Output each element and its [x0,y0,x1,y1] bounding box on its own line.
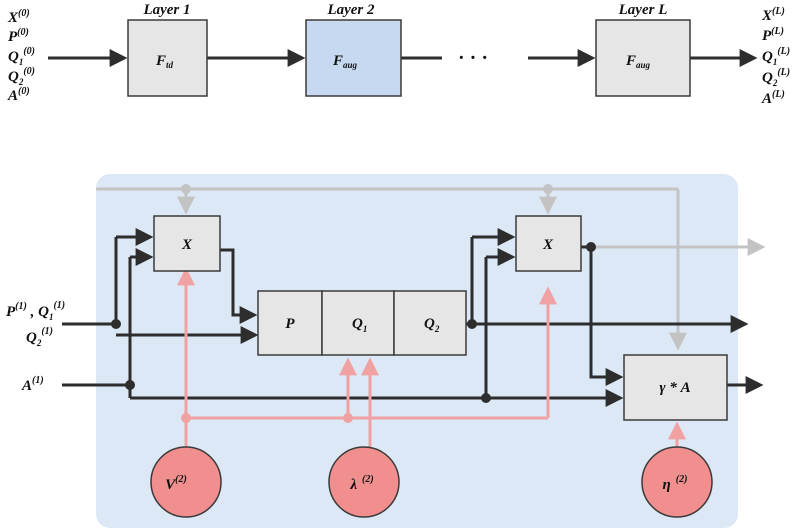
detail-input-q2: Q2(1) [26,326,53,348]
layer-1-box [127,19,208,97]
x-box-left-label: X [181,237,193,253]
gamma-a-label: γ * A [659,380,690,396]
q1-param-junction [343,413,353,423]
param-eta-label: η(2) [663,474,688,493]
detail-input-pq: P(1) , Q1(1) [6,300,65,322]
layer-l-title: Layer L [618,2,668,18]
input-q2-0: Q2(0) [8,66,35,87]
pq-input-junction [111,319,121,329]
param-lambda-label: λ(2) [349,474,373,493]
q2-cell-label: Q2 [424,316,440,334]
output-q1l: Q1(L) [762,46,790,67]
ellipsis: · · · [458,47,488,69]
q1-cell-label: Q1 [352,316,367,334]
param-circle-eta: η(2) [641,446,713,518]
output-al: A(L) [761,89,785,107]
output-pl: P(L) [762,26,784,44]
layer-2-title: Layer 2 [326,2,375,18]
v-param-junction [181,413,191,423]
layer-1-title: Layer 1 [142,2,190,18]
pq-cell: P Q1 Q2 [257,290,467,356]
layer-2: Layer 2 Faug [305,2,402,97]
detail-input-a: A(1) [21,375,44,394]
x-box-left: X [153,215,221,272]
layer-2-box [305,19,402,97]
param-circle-lambda: λ(2) [328,446,400,518]
x-stream-lines [96,187,766,351]
input-a0: A(0) [7,86,30,104]
gamma-a-box: γ * A [623,354,728,421]
param-v-label: V(2) [165,474,187,493]
x-box-right-label: X [542,237,554,253]
q1-cell [321,290,395,356]
pipeline-inputs: X(0) P(0) Q1(0) Q2(0) A(0) [7,8,35,104]
x-box-right: X [515,215,582,272]
layer-1: Layer 1 Ftd [127,2,208,97]
q2-cell [393,290,467,356]
layer-l-box [595,19,691,97]
x-stream-junction-right [543,184,553,194]
pipeline-outputs: X(L) P(L) Q1(L) Q2(L) A(L) [761,6,790,107]
layer-l-func: Faug [625,53,651,70]
a-line-junction [481,393,491,403]
output-xl: X(L) [761,6,785,24]
layer-1-func: Ftd [155,53,174,70]
layer-detail: X X P Q1 Q2 γ * A V(2) λ(2) [6,174,766,528]
p-cell-label: P [285,316,295,332]
layer-l: Layer L Faug [595,2,691,97]
output-q2l: Q2(L) [762,67,790,88]
input-x0: X(0) [7,8,30,26]
layer-2-func: Faug [332,53,358,70]
input-q1-0: Q1(0) [8,46,35,67]
a-input-junction [125,380,135,390]
pipeline: X(0) P(0) Q1(0) Q2(0) A(0) · · · Layer 1… [7,2,790,107]
param-circle-v: V(2) [150,446,222,518]
x-output-junction [586,242,596,252]
p-cell [257,290,323,356]
cell-output-junction [467,319,477,329]
input-p0: P(0) [8,27,29,45]
x-stream-junction-left [181,184,191,194]
